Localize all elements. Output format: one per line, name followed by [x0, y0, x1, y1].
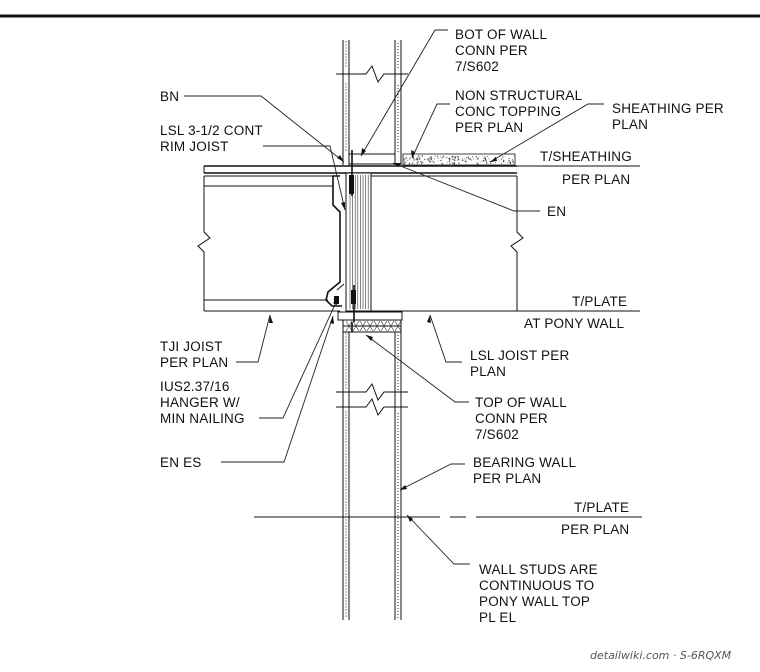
svg-text:PONY WALL TOP: PONY WALL TOP — [479, 594, 590, 609]
svg-text:7/S602: 7/S602 — [475, 427, 519, 442]
watermark: detailwiki.com · S-6RQXM — [590, 649, 732, 662]
svg-text:T/PLATE: T/PLATE — [572, 294, 627, 309]
svg-text:WALL STUDS ARE: WALL STUDS ARE — [479, 562, 598, 577]
label-ius-hanger: IUS2.37/16 HANGER W/ MIN NAILING — [160, 379, 245, 426]
lsl-rim-joist — [345, 172, 372, 312]
svg-text:SHEATHING PER: SHEATHING PER — [612, 101, 724, 116]
concrete-topping — [402, 153, 516, 166]
svg-text:RIM JOIST: RIM JOIST — [160, 139, 229, 154]
upper-wall — [336, 40, 408, 165]
svg-text:PER PLAN: PER PLAN — [455, 120, 523, 135]
svg-text:PL EL: PL EL — [479, 610, 517, 625]
lower-bearing-wall — [336, 41, 408, 620]
svg-text:LSL JOIST PER: LSL JOIST PER — [470, 348, 569, 363]
leader-lines — [184, 29, 604, 565]
label-sheathing: SHEATHING PER PLAN — [612, 101, 724, 132]
svg-text:NON STRUCTURAL: NON STRUCTURAL — [455, 88, 583, 103]
svg-text:BOT OF WALL: BOT OF WALL — [455, 27, 548, 42]
svg-text:TOP OF WALL: TOP OF WALL — [475, 395, 567, 410]
label-t-sheathing: T/SHEATHING PER PLAN — [540, 149, 632, 187]
svg-text:7/S602: 7/S602 — [455, 59, 499, 74]
label-en-es: EN ES — [160, 455, 202, 470]
svg-text:AT PONY WALL: AT PONY WALL — [524, 316, 624, 331]
svg-text:PER PLAN: PER PLAN — [561, 522, 629, 537]
svg-text:LSL 3-1/2 CONT: LSL 3-1/2 CONT — [160, 123, 263, 138]
svg-text:PER PLAN: PER PLAN — [473, 471, 541, 486]
datum-lines — [254, 165, 642, 518]
label-t-plate-per-plan: T/PLATE PER PLAN — [561, 500, 629, 537]
svg-text:MIN NAILING: MIN NAILING — [160, 411, 245, 426]
svg-text:T/PLATE: T/PLATE — [574, 500, 629, 515]
svg-text:PER PLAN: PER PLAN — [562, 172, 630, 187]
svg-text:CONN PER: CONN PER — [455, 43, 528, 58]
label-bearing-wall: BEARING WALL PER PLAN — [473, 455, 576, 486]
label-lsl-joist: LSL JOIST PER PLAN — [470, 348, 569, 379]
svg-text:PLAN: PLAN — [612, 117, 648, 132]
leader-arrowheads — [269, 148, 497, 522]
pony-wall-top-plate — [337, 311, 403, 333]
label-top-of-wall: TOP OF WALL CONN PER 7/S602 — [475, 395, 567, 442]
label-wall-studs: WALL STUDS ARE CONTINUOUS TO PONY WALL T… — [479, 562, 598, 625]
label-lsl-rim-joist: LSL 3-1/2 CONT RIM JOIST — [160, 123, 263, 154]
svg-text:BEARING WALL: BEARING WALL — [473, 455, 576, 470]
svg-text:CONN PER: CONN PER — [475, 411, 548, 426]
label-non-structural-topping: NON STRUCTURAL CONC TOPPING PER PLAN — [455, 88, 583, 135]
svg-text:PLAN: PLAN — [470, 364, 506, 379]
svg-text:TJI JOIST: TJI JOIST — [160, 339, 223, 354]
label-bot-of-wall: BOT OF WALL CONN PER 7/S602 — [455, 27, 548, 74]
label-tji-joist: TJI JOIST PER PLAN — [160, 339, 228, 370]
svg-text:T/SHEATHING: T/SHEATHING — [540, 149, 632, 164]
svg-text:CONTINUOUS TO: CONTINUOUS TO — [479, 578, 594, 593]
label-bn: BN — [160, 89, 179, 104]
svg-text:PER PLAN: PER PLAN — [160, 355, 228, 370]
svg-text:HANGER W/: HANGER W/ — [160, 395, 240, 410]
label-en: EN — [547, 204, 566, 219]
svg-text:CONC TOPPING: CONC TOPPING — [455, 104, 561, 119]
svg-text:IUS2.37/16: IUS2.37/16 — [160, 379, 230, 394]
label-t-plate-pony-wall: T/PLATE AT PONY WALL — [524, 294, 627, 331]
